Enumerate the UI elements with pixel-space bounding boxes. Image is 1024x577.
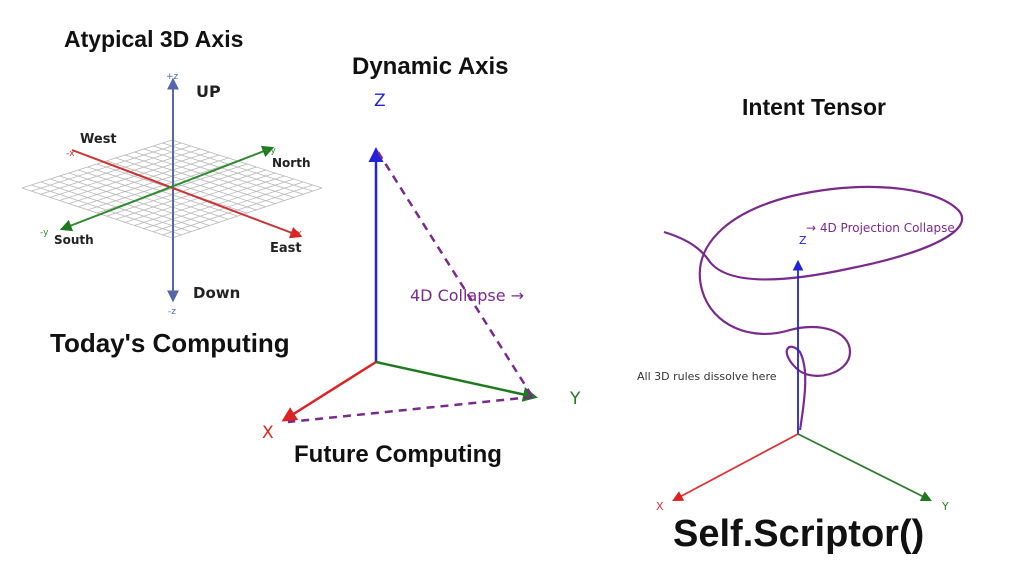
- collapse-line-zy: [376, 151, 534, 397]
- panel1-caption: Today's Computing: [50, 328, 290, 358]
- panel2-caption: Future Computing: [294, 441, 502, 468]
- tensor-y-axis: [797, 433, 932, 501]
- label-south: South: [54, 233, 94, 247]
- tensor-label-projection: → 4D Projection Collapse: [806, 221, 955, 235]
- label-minus-z: -z: [168, 307, 176, 317]
- panel1-title: Atypical 3D Axis: [64, 26, 244, 52]
- dyn-label-x: X: [262, 423, 274, 443]
- label-up: UP: [196, 82, 221, 101]
- tensor-label-y: Y: [941, 500, 949, 513]
- label-minus-y: -y: [40, 228, 49, 238]
- label-plus-y: +y: [263, 146, 277, 156]
- dyn-x-axis: [281, 360, 377, 422]
- label-north: North: [272, 156, 310, 170]
- dyn-label-y: Y: [569, 389, 581, 409]
- panel3-caption: Self.Scriptor(): [673, 513, 925, 555]
- y-axis-line: [59, 145, 275, 232]
- label-minus-x: -x: [66, 149, 75, 159]
- tensor-label-x: X: [656, 500, 664, 513]
- panel2-title: Dynamic Axis: [352, 53, 509, 80]
- label-plus-z: +z: [166, 72, 179, 82]
- dyn-label-collapse: 4D Collapse →: [410, 286, 524, 305]
- label-plus-x: +x: [289, 229, 303, 239]
- label-west: West: [80, 132, 117, 147]
- tensor-x-axis: [672, 433, 799, 502]
- panel3-title: Intent Tensor: [742, 94, 886, 120]
- label-east: East: [270, 241, 302, 256]
- tensor-label-z: Z: [799, 234, 807, 247]
- dyn-label-z: Z: [374, 91, 386, 111]
- collapse-line-yx: [287, 395, 533, 424]
- dyn-y-axis: [375, 360, 538, 402]
- intent-spiral: [663, 185, 964, 431]
- tensor-label-dissolve: All 3D rules dissolve here: [637, 370, 777, 383]
- label-down: Down: [193, 284, 240, 302]
